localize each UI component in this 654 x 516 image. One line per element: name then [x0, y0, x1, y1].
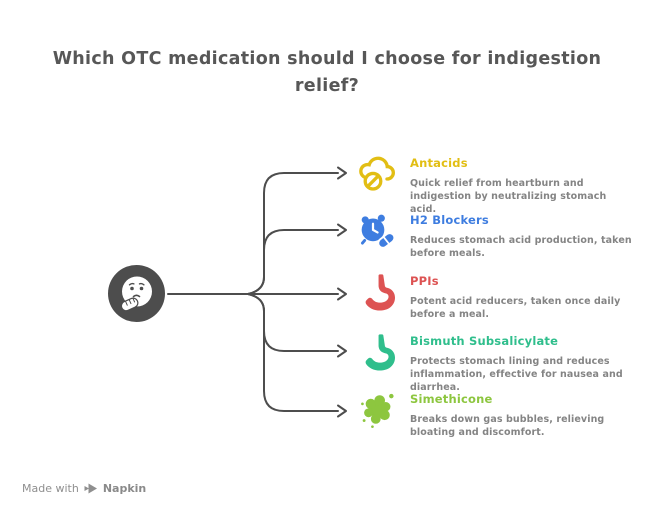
- thinking-person-node: [108, 265, 165, 322]
- item-description: Potent acid reducers, taken once daily b…: [410, 296, 621, 320]
- thinking-face-icon: [108, 265, 165, 322]
- item-description: Quick relief from heartburn and indigest…: [410, 178, 607, 215]
- item-label: Bismuth Subsalicylate: [410, 334, 559, 348]
- napkin-brand-label: Napkin: [102, 482, 147, 495]
- stomach-icon: [358, 272, 398, 312]
- item-label: Simethicone: [410, 392, 493, 406]
- item-description: Reduces stomach acid production, taken b…: [410, 235, 632, 259]
- item-label: H2 Blockers: [410, 213, 489, 227]
- item-description: Protects stomach lining and reduces infl…: [410, 356, 623, 393]
- stomach-lining-icon: [358, 332, 398, 372]
- item-label: PPIs: [410, 274, 439, 288]
- napkin-logo-icon: [84, 483, 97, 494]
- antacid-cloud-no-sign-icon: [358, 154, 398, 194]
- item-description: Breaks down gas bubbles, relieving bloat…: [410, 414, 605, 438]
- made-with-napkin-footer[interactable]: Made with Napkin: [22, 482, 146, 495]
- alarm-clock-pill-icon: [358, 211, 398, 251]
- title-text: Which OTC medication should I choose for…: [52, 49, 602, 96]
- made-with-label: Made with: [22, 482, 79, 495]
- item-label: Antacids: [410, 156, 468, 170]
- page-title: Which OTC medication should I choose for…: [27, 46, 627, 100]
- gas-bubbles-splat-icon: [358, 390, 398, 430]
